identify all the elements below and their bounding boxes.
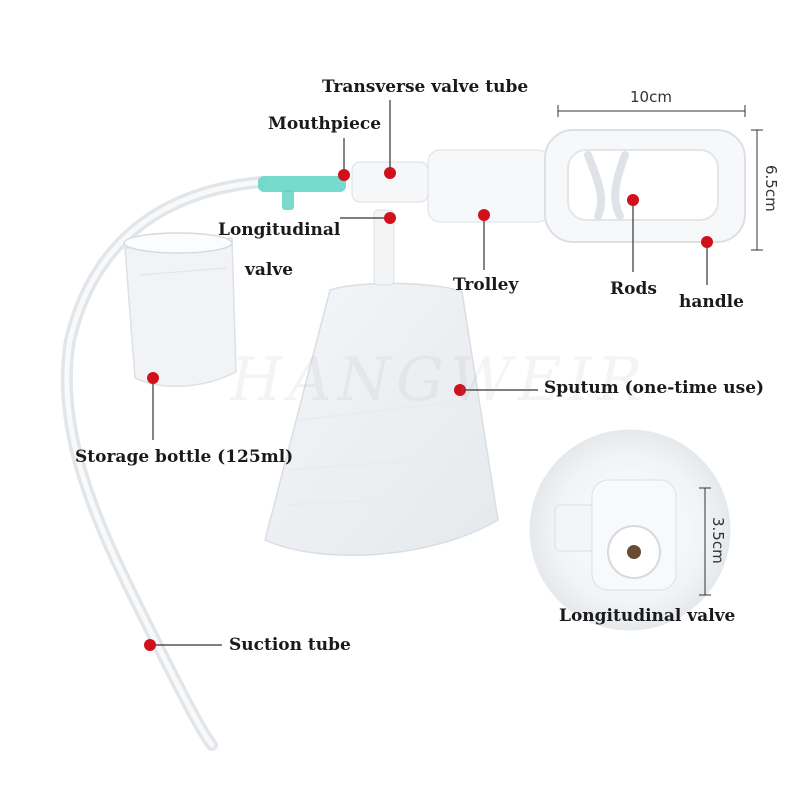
marker-mouthpiece bbox=[338, 169, 350, 181]
storage-bottle bbox=[123, 232, 237, 388]
valve-inset bbox=[529, 429, 731, 631]
marker-transverse-valve bbox=[384, 167, 396, 179]
watermark: HANGWEIR bbox=[230, 345, 649, 415]
marker-rods bbox=[627, 194, 639, 206]
marker-suction-tube bbox=[144, 639, 156, 651]
label-trolley: Trolley bbox=[453, 275, 519, 295]
marker-handle bbox=[701, 236, 713, 248]
dimension-width: 10cm bbox=[630, 88, 672, 106]
label-rods: Rods bbox=[610, 279, 657, 299]
label-handle: handle bbox=[679, 292, 744, 312]
marker-storage-bottle bbox=[147, 372, 159, 384]
sputum-bag bbox=[264, 282, 499, 556]
label-sputum: Sputum (one-time use) bbox=[544, 378, 765, 398]
label-transverse-valve-tube: Transverse valve tube bbox=[322, 77, 529, 97]
marker-trolley bbox=[478, 209, 490, 221]
label-longitudinal-valve-line2: valve bbox=[245, 260, 294, 280]
label-longitudinal-valve-line1: Longitudinal bbox=[218, 220, 341, 240]
marker-longitudinal-valve bbox=[384, 212, 396, 224]
mouthpiece-connector bbox=[258, 176, 346, 210]
label-mouthpiece: Mouthpiece bbox=[268, 114, 382, 134]
marker-sputum bbox=[454, 384, 466, 396]
label-suction-tube: Suction tube bbox=[229, 635, 351, 655]
label-storage-bottle: Storage bottle (125ml) bbox=[75, 447, 294, 467]
dimension-valve: 3.5cm bbox=[709, 517, 727, 564]
handle-frame bbox=[544, 129, 746, 243]
dimension-height: 6.5cm bbox=[762, 165, 780, 212]
label-longitudinal-valve-inset: Longitudinal valve bbox=[559, 606, 736, 626]
